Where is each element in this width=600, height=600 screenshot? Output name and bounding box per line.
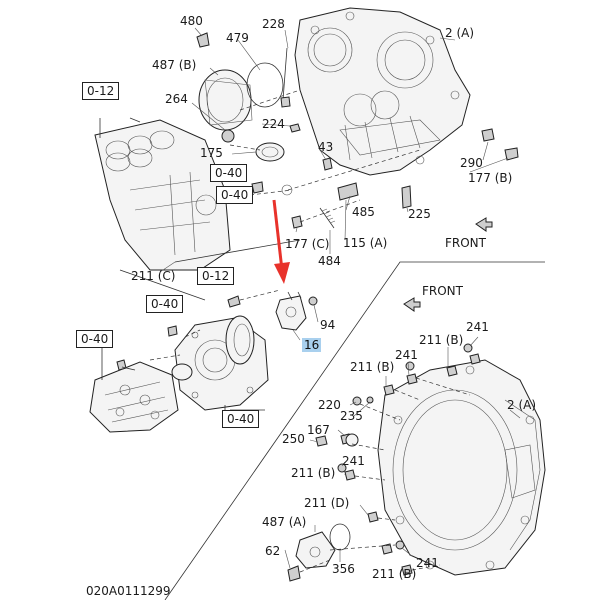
label-115a: 115 (A) bbox=[343, 236, 388, 250]
label-2a-bottom: 2 (A) bbox=[507, 398, 537, 412]
housing-upper bbox=[294, 7, 471, 176]
ref-box-0-40-bottom[interactable]: 0-40 bbox=[222, 410, 260, 428]
highlight-arrow bbox=[272, 199, 290, 284]
label-177b: 177 (B) bbox=[468, 171, 513, 185]
label-484: 484 bbox=[318, 254, 341, 268]
label-225: 225 bbox=[408, 207, 431, 221]
label-228: 228 bbox=[262, 17, 285, 31]
label-43: 43 bbox=[318, 140, 334, 154]
o-ring-356 bbox=[329, 523, 351, 551]
stud-228 bbox=[282, 47, 288, 101]
bolt-62 bbox=[287, 565, 301, 582]
label-479: 479 bbox=[226, 31, 249, 45]
bolt-177b bbox=[504, 147, 519, 161]
label-356: 356 bbox=[332, 562, 355, 576]
cover-487b bbox=[198, 69, 253, 131]
label-235: 235 bbox=[340, 409, 363, 423]
front-arrow-icon-2 bbox=[403, 297, 421, 312]
ref-box-0-40-mid[interactable]: 0-40 bbox=[146, 295, 184, 313]
front-arrow-icon bbox=[475, 217, 493, 232]
label-485: 485 bbox=[352, 205, 375, 219]
housing-lower bbox=[377, 359, 546, 576]
washer-94 bbox=[308, 296, 318, 306]
oil-pump-assembly bbox=[174, 315, 269, 411]
bolt-225 bbox=[401, 185, 412, 209]
label-211b-d: 211 (B) bbox=[372, 567, 417, 581]
label-211b-c: 211 (B) bbox=[291, 466, 336, 480]
front-label-lower: FRONT bbox=[422, 284, 463, 298]
o-ring-479 bbox=[246, 62, 284, 108]
label-264: 264 bbox=[165, 92, 188, 106]
label-487a: 487 (A) bbox=[262, 515, 307, 529]
label-480: 480 bbox=[180, 14, 203, 28]
engine-block bbox=[94, 119, 231, 271]
label-2a-top: 2 (A) bbox=[445, 26, 475, 40]
label-241-a: 241 bbox=[466, 320, 489, 334]
label-220: 220 bbox=[318, 398, 341, 412]
label-177c: 177 (C) bbox=[285, 237, 330, 251]
switch-115a bbox=[337, 182, 359, 201]
label-211b-a: 211 (B) bbox=[419, 333, 464, 347]
ref-box-0-40-top-2[interactable]: 0-40 bbox=[216, 186, 254, 204]
front-label-upper: FRONT bbox=[445, 236, 486, 250]
bolt-480 bbox=[196, 32, 210, 48]
diagram-code: 020A0111299 bbox=[86, 584, 171, 598]
label-241-c: 241 bbox=[342, 454, 365, 468]
valve-body bbox=[89, 361, 179, 433]
ref-box-0-12-mid[interactable]: 0-12 bbox=[197, 267, 235, 285]
label-62: 62 bbox=[265, 544, 281, 558]
label-241-b: 241 bbox=[395, 348, 418, 362]
label-94: 94 bbox=[320, 318, 336, 332]
seal-small bbox=[171, 363, 193, 381]
part-16 bbox=[275, 295, 307, 331]
pin-43 bbox=[322, 157, 333, 171]
label-211c: 211 (C) bbox=[131, 269, 176, 283]
label-241-d: 241 bbox=[416, 556, 439, 570]
cover-487a bbox=[295, 531, 336, 569]
label-250: 250 bbox=[282, 432, 305, 446]
seal-175 bbox=[255, 142, 285, 162]
bolt-224 bbox=[289, 123, 301, 133]
label-224: 224 bbox=[262, 117, 285, 131]
ref-box-0-40-left[interactable]: 0-40 bbox=[76, 330, 114, 348]
ref-box-0-12-top[interactable]: 0-12 bbox=[82, 82, 120, 100]
label-167: 167 bbox=[307, 423, 330, 437]
label-487b: 487 (B) bbox=[152, 58, 197, 72]
plug-264 bbox=[221, 129, 235, 143]
label-211b-b: 211 (B) bbox=[350, 360, 395, 374]
ref-box-0-40-top[interactable]: 0-40 bbox=[210, 164, 248, 182]
inset-border bbox=[164, 261, 545, 600]
bolt-177c bbox=[291, 215, 303, 229]
label-175: 175 bbox=[200, 146, 223, 160]
highlighted-part-16[interactable]: 16 bbox=[302, 338, 322, 352]
label-290: 290 bbox=[460, 156, 483, 170]
label-211d: 211 (D) bbox=[304, 496, 350, 510]
bolt-290 bbox=[481, 128, 495, 142]
spring-484 bbox=[319, 207, 335, 229]
